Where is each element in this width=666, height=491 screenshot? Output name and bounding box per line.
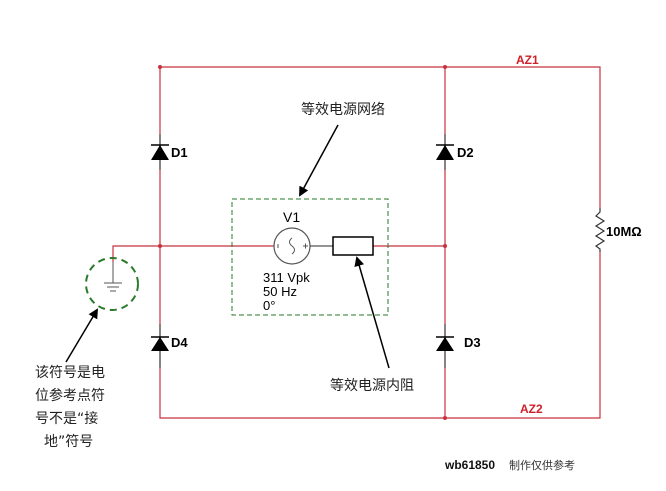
annotation-internal-resistance: 等效电源内阻 [330,377,414,394]
source-label: V1 [283,209,300,225]
arrow-internal-resistance [354,256,390,369]
arrow-ground [65,308,99,363]
diode-d1[interactable]: D1 [151,134,188,170]
net-label-az1: AZ1 [516,53,539,67]
wires [112,66,601,419]
footer-note: 制作仅供参考 [509,458,575,472]
internal-resistor[interactable] [332,236,374,256]
source-amplitude: 311 Vpk [263,270,310,285]
junction-dots [158,65,447,420]
ground-reference-icon [85,257,139,311]
ground-note-line: 该符号是电 [35,365,105,381]
annotation-network: 等效电源网络 [301,101,385,118]
source-frequency: 50 Hz [263,284,297,299]
source-phase: 0° [263,298,275,313]
diode-label: D1 [171,145,188,160]
footer-id: wb61850 [444,458,495,472]
diode-d3[interactable]: D3 [436,324,481,368]
diode-d2[interactable]: D2 [436,134,474,170]
diode-label: D3 [464,335,481,350]
equivalent-network-box [231,198,389,316]
ground-note-line: 号不是“接 [35,410,98,427]
ground-note-line: 位参考点符 [35,387,105,404]
arrow-network [299,124,339,197]
diode-label: D4 [171,335,188,350]
load-resistor[interactable]: 10MΩ [594,208,642,252]
net-label-az2: AZ2 [520,402,543,416]
resistor-label: 10MΩ [606,224,642,239]
diode-label: D2 [457,145,474,160]
diode-d4[interactable]: D4 [151,324,188,368]
ac-source-v1[interactable]: V1 311 Vpk 50 Hz 0° [263,209,311,313]
ground-note-line: 地”符号 [44,434,93,450]
